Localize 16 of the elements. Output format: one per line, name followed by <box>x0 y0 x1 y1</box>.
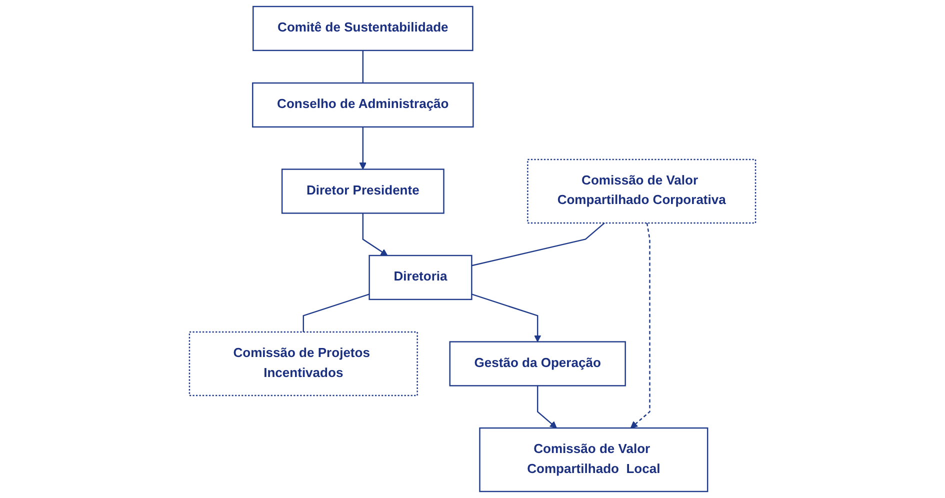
node-box: Diretor Presidente <box>281 168 444 214</box>
arrow <box>537 386 557 428</box>
connector <box>302 294 370 332</box>
node-box: Gestão da Operação <box>449 341 626 386</box>
node-box: Comitê de Sustentabilidade <box>252 6 474 52</box>
node-box: Comissão de Valor Compartilhado Corporativa <box>527 158 756 224</box>
arrow <box>362 213 388 256</box>
node-box: Diretoria <box>368 254 472 300</box>
arrow <box>630 222 650 428</box>
node-box: Comissão de Valor Compartilhado Local <box>479 427 708 492</box>
node-box: Conselho de Administração <box>252 82 474 128</box>
arrow <box>471 294 542 342</box>
node-box: Comissão de Projetos Incentivados <box>188 331 418 396</box>
arrow <box>359 126 366 170</box>
connector <box>362 50 364 83</box>
connector <box>472 222 605 266</box>
